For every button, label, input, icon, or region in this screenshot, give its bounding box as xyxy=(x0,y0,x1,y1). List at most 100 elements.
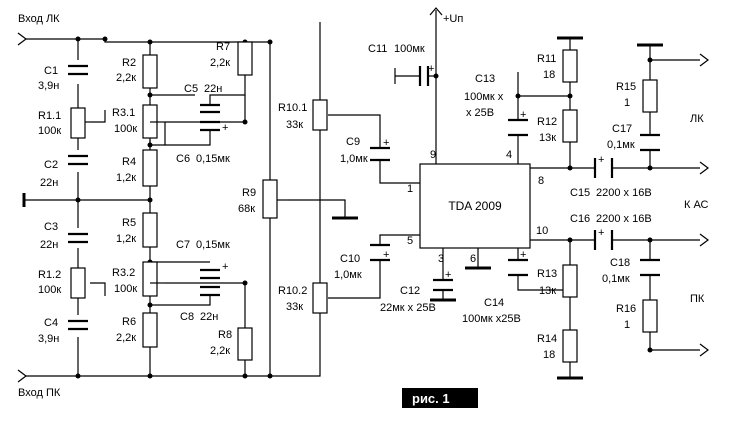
value-R10-2: 33к xyxy=(286,301,303,313)
value-R11: 18 xyxy=(543,69,555,81)
value-C15: 2200 x 16В xyxy=(596,187,652,199)
value-R5: 1,2к xyxy=(116,233,136,245)
value-C6: 0,15мк xyxy=(196,153,230,165)
value-C5: 22н xyxy=(204,83,222,95)
resistor-R6 xyxy=(142,312,158,348)
input-right-label: Вход ПК xyxy=(18,387,61,399)
wires xyxy=(17,7,709,383)
value-R15: 1 xyxy=(624,97,630,109)
label-C2: C2 xyxy=(44,159,58,171)
label-C14: C14 xyxy=(484,297,504,309)
value-R10-1: 33к xyxy=(286,119,303,131)
ic-pin-5: 5 xyxy=(407,235,413,247)
label-R14: R14 xyxy=(537,333,557,345)
value-C17: 0,1мк xyxy=(607,139,635,151)
resistor-R10-2 xyxy=(312,282,328,314)
ic-pin-1: 1 xyxy=(407,183,413,195)
label-R8: R8 xyxy=(218,329,232,341)
label-R10-2: R10.2 xyxy=(278,285,307,297)
label-R5: R5 xyxy=(122,217,136,229)
polarity-c9: + xyxy=(383,137,389,149)
value-R14: 18 xyxy=(543,349,555,361)
label-R15: R15 xyxy=(616,81,636,93)
value-C13: 100мк x xyxy=(464,91,504,103)
value-C10: 1,0мк xyxy=(334,269,362,281)
value-R4: 1,2к xyxy=(116,172,136,184)
polarity-c7: + xyxy=(222,261,228,273)
resistor-R13 xyxy=(562,264,578,298)
ic-pin-3: 3 xyxy=(438,253,444,265)
polarity-c11: + xyxy=(428,63,434,75)
label-R16: R16 xyxy=(616,303,636,315)
value-C9: 1,0мк xyxy=(340,153,368,165)
supply-label: +Uп xyxy=(443,13,463,25)
polarity-c10: + xyxy=(383,249,389,261)
junctions xyxy=(75,36,653,379)
label-R3-2: R3.2 xyxy=(112,267,135,279)
polarity-c16: + xyxy=(598,227,604,239)
ic-pin-6: 6 xyxy=(470,253,476,265)
resistor-R8 xyxy=(237,327,253,361)
label-C17: C17 xyxy=(612,123,632,135)
value-C2: 22н xyxy=(40,177,58,189)
value-C11: 100мк xyxy=(394,43,425,55)
figure-caption: рис. 1 xyxy=(402,388,478,408)
figure-label: рис. 1 xyxy=(412,391,450,406)
resistor-R12 xyxy=(562,109,578,143)
resistor-R3-2 xyxy=(142,261,158,297)
label-C5: C5 xyxy=(184,83,198,95)
resistor-R4 xyxy=(142,149,158,187)
label-R1-2: R1.2 xyxy=(38,269,61,281)
value-C16: 2200 x 16В xyxy=(596,213,652,225)
label-C1: C1 xyxy=(44,65,58,77)
label-R13: R13 xyxy=(537,268,557,280)
label-R10-1: R10.1 xyxy=(278,102,307,114)
label-C12: C12 xyxy=(400,285,420,297)
ic-name: TDA 2009 xyxy=(448,199,502,213)
label-R11: R11 xyxy=(537,53,556,65)
label-C10: C10 xyxy=(340,253,360,265)
resistor-R1-2 xyxy=(70,267,86,299)
output-speakers-label: К АС xyxy=(684,199,709,211)
label-C4: C4 xyxy=(44,317,58,329)
resistor-R10-1 xyxy=(312,99,328,131)
polarity-c6: + xyxy=(222,122,228,134)
label-R9: R9 xyxy=(242,187,256,199)
value2-C13: x 25В xyxy=(466,107,494,119)
label-C16: C16 xyxy=(570,213,590,225)
resistor-R11 xyxy=(562,49,578,83)
ic-pin-8: 8 xyxy=(538,175,544,187)
label-R4: R4 xyxy=(122,156,136,168)
label-C13: C13 xyxy=(475,73,495,85)
resistor-R15 xyxy=(642,79,658,113)
labels: Вход ЛК Вход ПК +Uп C1 3,9н R1.1 100к C2… xyxy=(18,13,709,399)
value-C1: 3,9н xyxy=(38,80,59,92)
value-C4: 3,9н xyxy=(38,333,59,345)
value-C7: 0,15мк xyxy=(196,239,230,251)
value-R6: 2,2к xyxy=(116,332,136,344)
label-R6: R6 xyxy=(122,316,136,328)
output-right-label: ПК xyxy=(690,293,705,305)
label-R7: R7 xyxy=(216,41,230,53)
ic-pin-4: 4 xyxy=(506,149,512,161)
ic-body xyxy=(419,163,531,249)
ic-tda2009: TDA 2009 1 3 4 5 6 8 9 10 xyxy=(407,149,548,265)
value-R1-1: 100к xyxy=(38,125,61,137)
label-C9: C9 xyxy=(346,136,360,148)
value-C18: 0,1мк xyxy=(602,273,630,285)
value-R9: 68к xyxy=(238,203,255,215)
resistors xyxy=(70,41,658,363)
input-left-label: Вход ЛК xyxy=(18,13,60,25)
resistor-R2 xyxy=(142,54,158,89)
capacitors xyxy=(68,64,660,331)
polarity-c12: + xyxy=(445,269,451,281)
value-C3: 22н xyxy=(40,239,58,251)
label-C18: C18 xyxy=(610,257,630,269)
value-R3-1: 100к xyxy=(114,123,137,135)
label-R2: R2 xyxy=(122,57,136,69)
ic-pin-9: 9 xyxy=(430,149,436,161)
figure-label-box xyxy=(402,388,478,408)
resistor-R16 xyxy=(642,299,658,333)
resistor-R9 xyxy=(262,179,278,219)
